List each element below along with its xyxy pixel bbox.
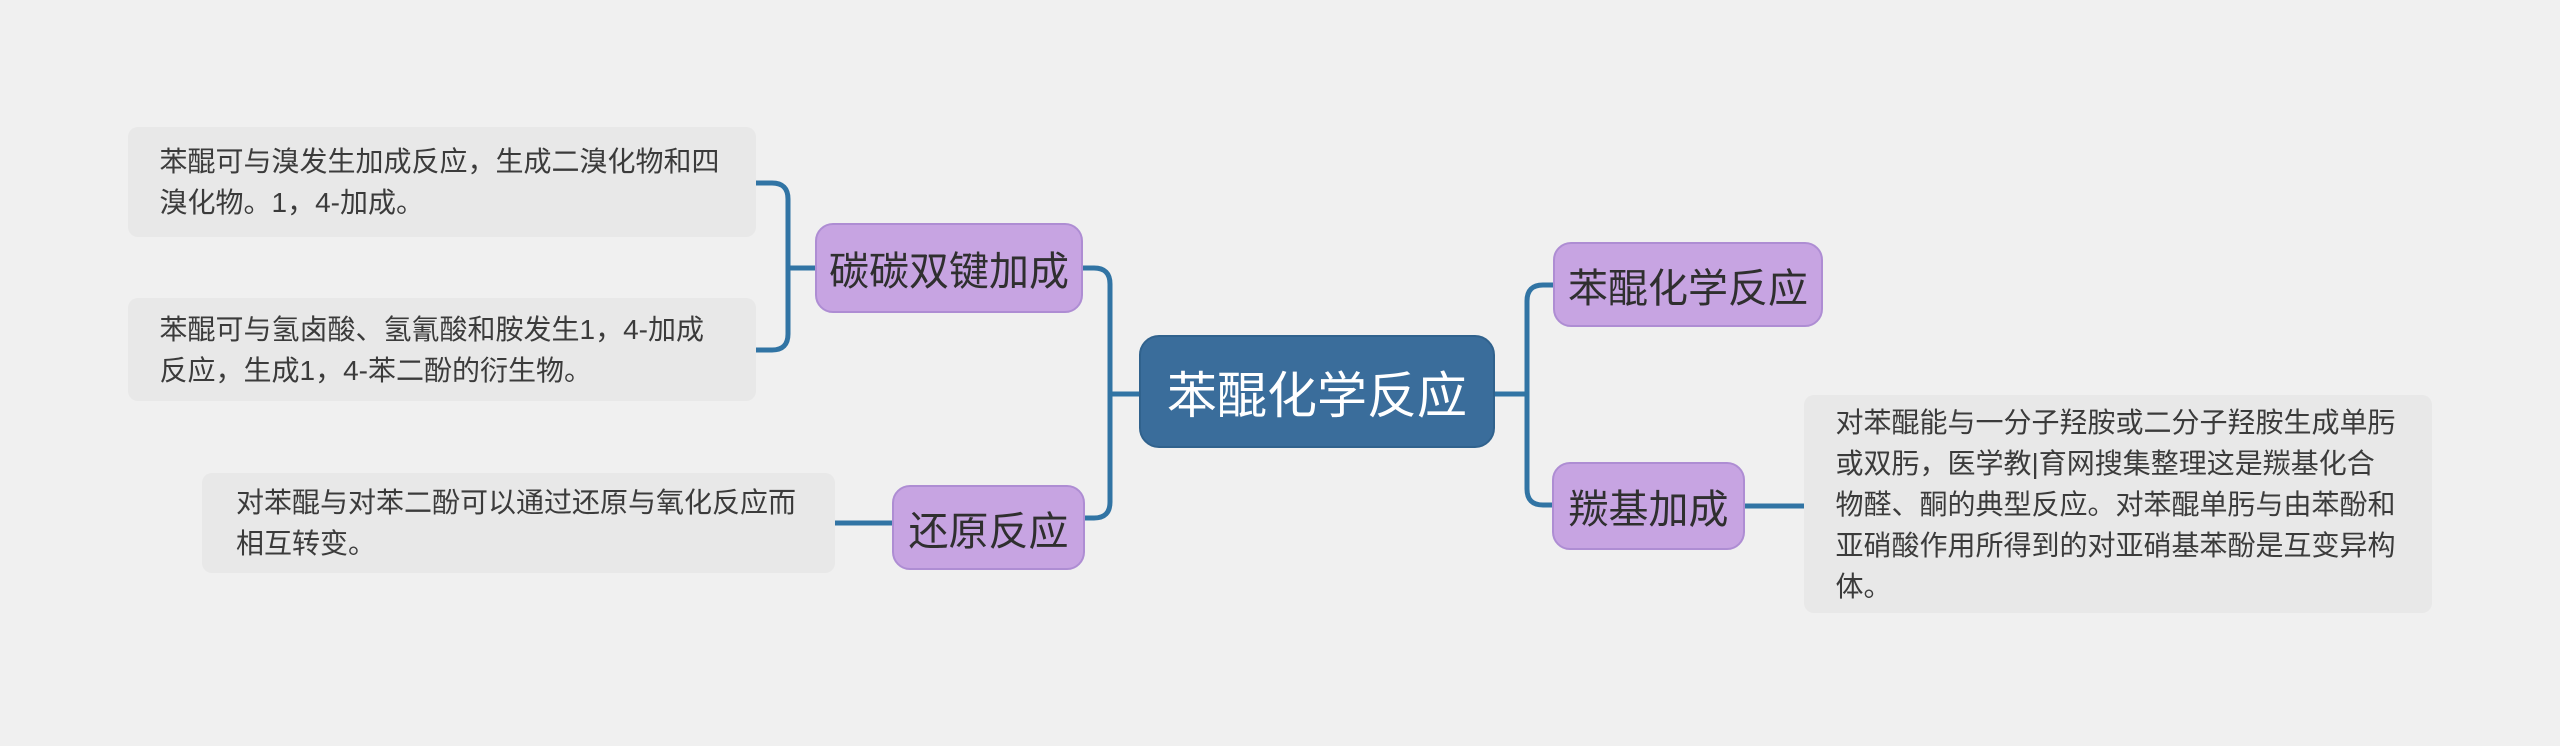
node-cc-double-bond-addition[interactable]: 碳碳双键加成 (815, 223, 1083, 313)
node-label: 羰基加成 (1568, 488, 1729, 532)
node-label: 还原反应 (908, 509, 1069, 554)
connector-notes-to-ccdb-bracket (756, 180, 791, 353)
node-carbonyl-addition[interactable]: 羰基加成 (1552, 462, 1745, 550)
root-node-benzoquinone-chemical-reaction[interactable]: 苯醌化学反应 (1139, 335, 1495, 448)
note-carbonyl-addition[interactable]: 对苯醌能与一分子羟胺或二分子羟胺生成单肟或双肟，医学教|育网搜集整理这是羰基化合… (1804, 395, 2432, 613)
node-benzoquinone-chemical-reaction[interactable]: 苯醌化学反应 (1553, 242, 1823, 327)
note-redox-interconversion[interactable]: 对苯醌与对苯二酚可以通过还原与氧化反应而相互转变。 (202, 473, 835, 573)
note-text: 对苯醌与对苯二酚可以通过还原与氧化反应而相互转变。 (236, 487, 797, 559)
note-text: 苯醌可与氢卤酸、氢氰酸和胺发生1，4-加成反应，生成1，4-苯二酚的衍生物。 (159, 313, 704, 386)
connector-right-trunk (1524, 282, 1553, 508)
root-node-label: 苯醌化学反应 (1167, 367, 1467, 424)
node-label: 碳碳双键加成 (829, 250, 1069, 294)
note-acid-addition[interactable]: 苯醌可与氢卤酸、氢氰酸和胺发生1，4-加成反应，生成1，4-苯二酚的衍生物。 (128, 298, 756, 401)
node-label: 苯醌化学反应 (1568, 266, 1808, 311)
connector-left-trunk (1083, 265, 1113, 521)
node-reduction-reaction[interactable]: 还原反应 (892, 485, 1085, 570)
note-text: 对苯醌能与一分子羟胺或二分子羟胺生成单肟或双肟，医学教|育网搜集整理这是羰基化合… (1835, 406, 2396, 602)
note-bromine-addition[interactable]: 苯醌可与溴发生加成反应，生成二溴化物和四溴化物。1，4-加成。 (128, 127, 756, 237)
note-text: 苯醌可与溴发生加成反应，生成二溴化物和四溴化物。1，4-加成。 (159, 146, 720, 218)
